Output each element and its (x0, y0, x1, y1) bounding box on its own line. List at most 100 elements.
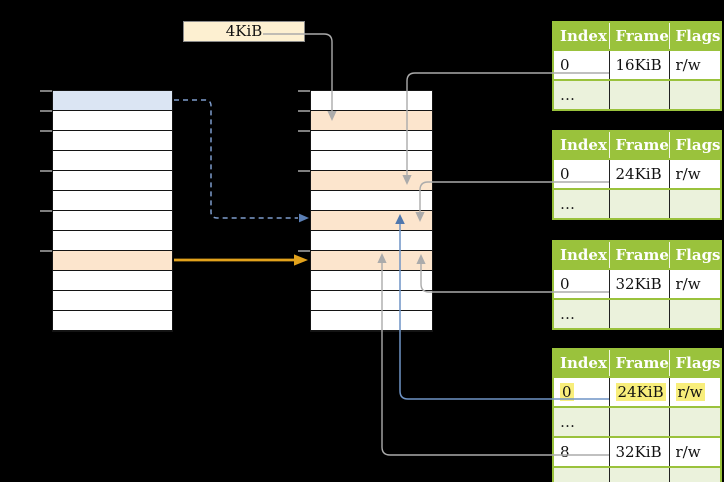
memory-row (311, 211, 432, 231)
table-cell: r/w (668, 376, 721, 407)
address-tick (298, 170, 310, 172)
table-header-cell: Index (553, 22, 609, 50)
memory-row (53, 311, 172, 331)
address-tick (40, 250, 52, 252)
table-header-cell: Frame (608, 131, 669, 159)
table-header-cell: Flags (668, 131, 721, 159)
address-tick (298, 250, 310, 252)
table-header-cell: Flags (668, 349, 721, 377)
table-cell (608, 188, 669, 219)
highlighted-entry-text: 24KiB (615, 383, 666, 401)
memory-row (53, 271, 172, 291)
table-cell (668, 188, 721, 219)
table-header-cell: Index (553, 131, 609, 159)
table-cell: 16KiB (608, 49, 669, 80)
memory-row (311, 131, 432, 151)
table-cell (668, 79, 721, 110)
table-cell: 24KiB (608, 158, 669, 189)
table-row: … (553, 466, 721, 482)
table-header-cell: Frame (608, 241, 669, 269)
memory-row (53, 231, 172, 251)
table-cell (668, 406, 721, 437)
virtual-memory-column (40, 90, 173, 332)
table-cell: 24KiB (608, 376, 669, 407)
memory-row (311, 291, 432, 311)
memory-row (311, 271, 432, 291)
table-cell: … (553, 188, 609, 219)
page-size-label-text: 4KiB (225, 22, 263, 40)
address-tick (40, 170, 52, 172)
table-cell: r/w (668, 436, 721, 467)
table-cell: 8 (553, 436, 609, 467)
address-tick (298, 110, 310, 112)
table-row: 0 24KiB r/w (553, 376, 721, 407)
memory-row (311, 111, 432, 131)
memory-row (53, 131, 172, 151)
table-row: … (553, 406, 721, 437)
orange-arrow-virtual-to-physical (174, 254, 308, 266)
table-cell: r/w (668, 158, 721, 189)
address-tick (40, 210, 52, 212)
table-header-cell: Flags (668, 241, 721, 269)
memory-row (53, 111, 172, 131)
address-tick (40, 130, 52, 132)
address-tick (298, 90, 310, 92)
memory-row (311, 251, 432, 271)
address-tick (298, 130, 310, 132)
table-row: … (553, 298, 721, 329)
table-cell (608, 466, 669, 482)
table-cell (608, 79, 669, 110)
dashed-arrow-virtual-to-physical (174, 99, 309, 223)
table-cell (668, 298, 721, 329)
table-header-cell: Frame (608, 22, 669, 50)
table-cell: 0 (553, 158, 609, 189)
table-row: … (553, 79, 721, 110)
page-size-label: 4KiB (183, 21, 305, 42)
memory-row (53, 91, 172, 111)
table-cell: r/w (668, 49, 721, 80)
table-header-cell: Index (553, 349, 609, 377)
memory-row (53, 171, 172, 191)
memory-row (53, 291, 172, 311)
highlighted-entry-text: 0 (560, 383, 574, 401)
physical-memory-column (298, 90, 433, 332)
memory-row (311, 171, 432, 191)
memory-row (311, 191, 432, 211)
memory-row (311, 91, 432, 111)
memory-row (311, 231, 432, 251)
memory-row (53, 151, 172, 171)
table-cell: r/w (668, 268, 721, 299)
memory-row (53, 191, 172, 211)
table-cell: 0 (553, 49, 609, 80)
memory-row (53, 251, 172, 271)
table-row: … (553, 188, 721, 219)
address-tick (40, 90, 52, 92)
table-cell (668, 466, 721, 482)
table-cell: … (553, 406, 609, 437)
table-header-cell: Frame (608, 349, 669, 377)
table-cell: 0 (553, 268, 609, 299)
table-cell (608, 406, 669, 437)
table-header-cell: Index (553, 241, 609, 269)
memory-row (53, 211, 172, 231)
memory-row (311, 151, 432, 171)
highlighted-entry-text: r/w (675, 383, 705, 401)
table-cell: 32KiB (608, 436, 669, 467)
